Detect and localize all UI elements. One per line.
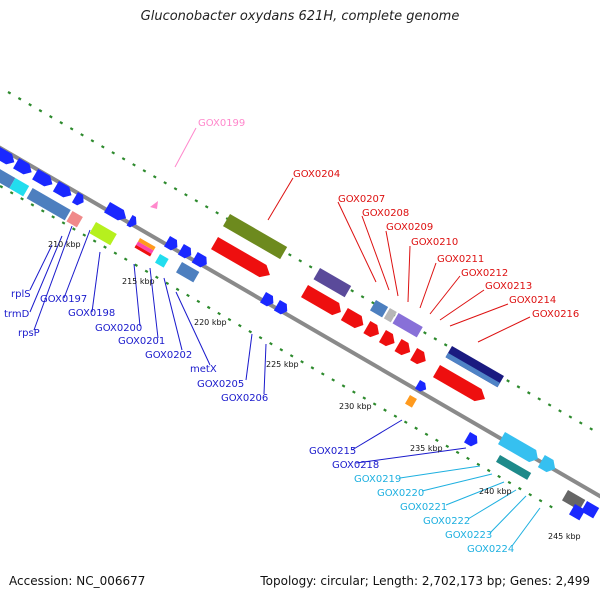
gene-label: GOX0213 [485,281,532,292]
gene-label: GOX0209 [386,222,433,233]
gene-label: GOX0218 [332,460,379,471]
gene-label: rplS [11,289,31,300]
tick-label: 225 kbp [266,360,299,369]
gene-label: GOX0197 [40,294,87,305]
gene-label: GOX0201 [118,336,165,347]
gene-label: GOX0221 [400,502,447,513]
gene-label: GOX0222 [423,516,470,527]
tick-label: 245 kbp [548,532,581,541]
gene-label: GOX0223 [445,530,492,541]
gene-label: GOX0215 [309,446,356,457]
gene-label: trmD [4,309,30,320]
genome-summary: Topology: circular; Length: 2,702,173 bp… [260,574,590,588]
gene-label: GOX0224 [467,544,514,555]
gene-label: GOX0220 [377,488,424,499]
page-title: Gluconobacter oxydans 621H, complete gen… [140,9,460,24]
gene-label: GOX0208 [362,208,409,219]
gene-label: GOX0199 [198,118,245,129]
tick-label: 215 kbp [122,277,155,286]
tick-label: 230 kbp [339,402,372,411]
gene-label: GOX0219 [354,474,401,485]
gene-label: rpsP [18,328,40,339]
gene-label: GOX0202 [145,350,192,361]
tick-label: 210 kbp [48,240,81,249]
gene-label: metX [190,364,217,375]
gene-callout-lines [29,127,541,547]
reverse-features [0,168,586,521]
forward-features [0,147,600,519]
gox0199-marker [150,201,158,209]
tick-label: 220 kbp [194,318,227,327]
gene-label: GOX0211 [437,254,484,265]
gene-label: GOX0205 [197,379,244,390]
gene-label: GOX0214 [509,295,556,306]
tick-label: 235 kbp [410,444,443,453]
gene-label: GOX0198 [68,308,115,319]
gene-label: GOX0207 [338,194,385,205]
gene-label: GOX0200 [95,323,142,334]
gene-label: GOX0204 [293,169,340,180]
gene-label: GOX0212 [461,268,508,279]
gene-label: GOX0206 [221,393,268,404]
gene-label: GOX0216 [532,309,579,320]
gene-label: GOX0210 [411,237,458,248]
accession-text: Accession: NC_006677 [9,574,146,588]
tick-label: 240 kbp [479,487,512,496]
